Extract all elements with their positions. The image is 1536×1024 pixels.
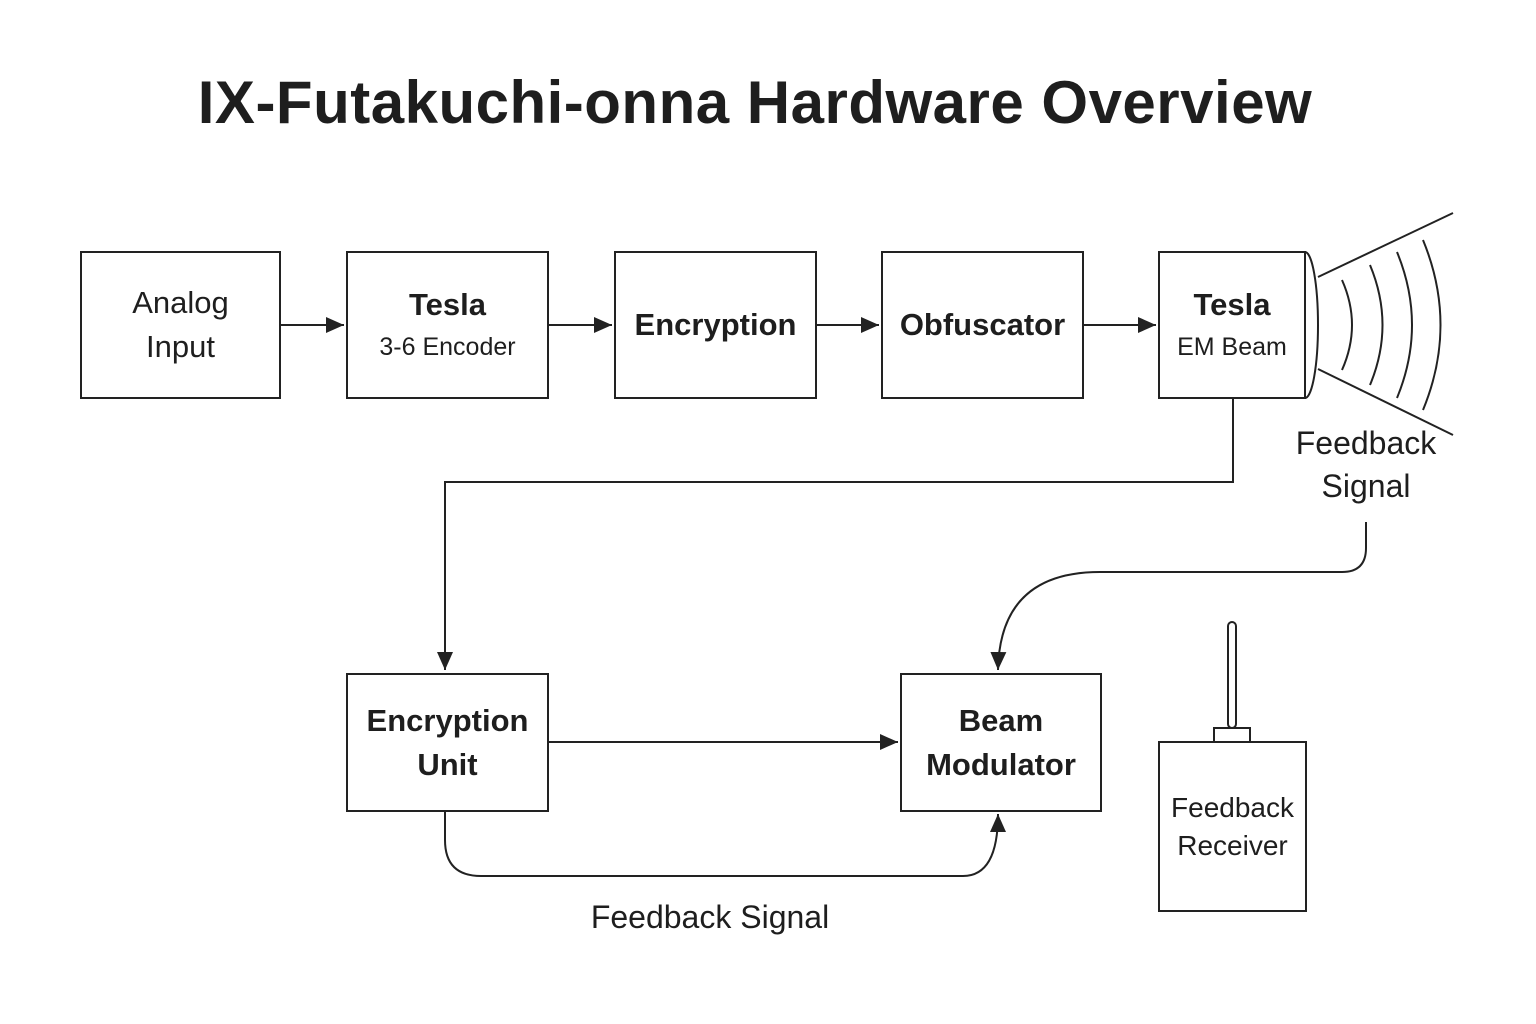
tesla-encoder-label-1: Tesla	[409, 287, 486, 322]
feedback-receiver-label-1: Feedback	[1171, 791, 1294, 823]
feedback-signal-upper-label: Feedback Signal	[1276, 422, 1456, 508]
encryption-label: Encryption	[634, 307, 797, 342]
analog-input-label-1: Analog	[132, 285, 229, 320]
feedback-receiver-label-2: Receiver	[1177, 829, 1288, 861]
beam-modulator-label-1: Beam	[958, 702, 1044, 738]
analog-input-block: Analog Input	[80, 251, 281, 399]
beam-modulator-label-2: Modulator	[926, 746, 1076, 782]
encryption-unit-label-1: Encryption	[366, 702, 529, 738]
arrow-feedback-signal-to-beam-modulator	[990, 522, 1367, 671]
tesla-encoder-label-2: 3-6 Encoder	[379, 333, 516, 361]
encryption-unit-label-2: Unit	[417, 746, 478, 782]
obfuscator-label: Obfuscator	[899, 307, 1066, 342]
analog-input-label-2: Input	[146, 329, 215, 364]
antenna-icon	[1213, 621, 1251, 743]
tesla-encoder-block: Tesla 3-6 Encoder	[346, 251, 549, 399]
beam-modulator-block: Beam Modulator	[900, 673, 1102, 812]
arrow-feedback-loop-lower	[444, 812, 1006, 877]
tesla-em-beam-label-1: Tesla	[1193, 287, 1271, 322]
diagram-title: IX-Futakuchi-onna Hardware Overview	[197, 69, 1313, 136]
arrow-tesla-beam-to-encryption-unit	[437, 399, 1234, 670]
feedback-signal-upper-line-1: Feedback	[1295, 425, 1437, 461]
encryption-block: Encryption	[614, 251, 817, 399]
tesla-em-beam-label-2: EM Beam	[1177, 333, 1287, 361]
feedback-signal-upper-line-2: Signal	[1321, 468, 1411, 504]
obfuscator-block: Obfuscator	[881, 251, 1084, 399]
em-beam-emitter-icon	[1291, 212, 1454, 436]
tesla-em-beam-block: Tesla EM Beam	[1158, 251, 1306, 399]
encryption-unit-block: Encryption Unit	[346, 673, 549, 812]
feedback-signal-lower-label: Feedback Signal	[590, 899, 830, 935]
feedback-receiver-block: Feedback Receiver	[1158, 741, 1307, 912]
